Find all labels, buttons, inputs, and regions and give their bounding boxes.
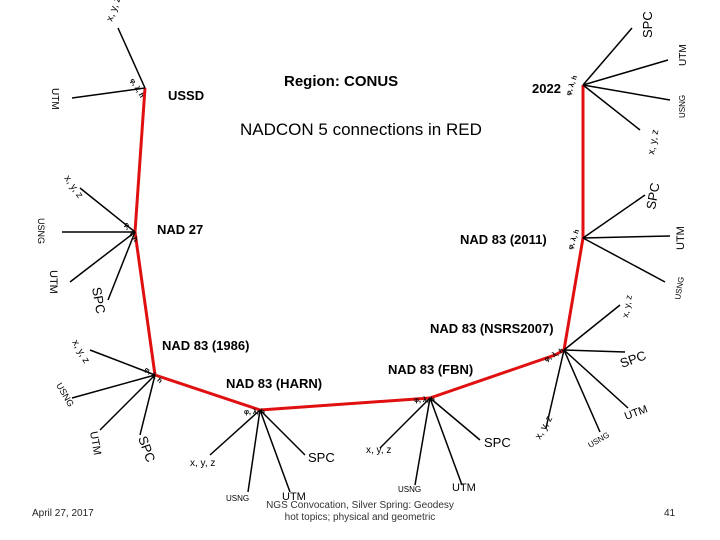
hub-label-2011: φ, λ, h	[566, 228, 581, 250]
label-xyz: x, y, z	[646, 129, 661, 156]
spoke-harn-utm	[259, 409, 291, 493]
label-spc: SPC	[640, 11, 655, 38]
subtitle: NADCON 5 connections in RED	[240, 120, 482, 139]
label-usng: USNG	[678, 95, 687, 118]
spoke-2011-spc	[582, 194, 646, 239]
spoke-nsrs-usng	[563, 349, 601, 433]
spoke-1986-utm	[99, 374, 156, 431]
label-spc: SPC	[484, 435, 511, 450]
label-usng: USNG	[36, 218, 46, 244]
label-usng: USNG	[226, 494, 249, 503]
label-spc: SPC	[135, 434, 158, 464]
label-xyz: x, y, z	[104, 0, 123, 23]
label-utm: UTM	[452, 482, 476, 494]
spoke-fbn-xyz	[379, 397, 431, 449]
spoke-1986-spc	[139, 374, 156, 436]
label-xyz: x, y, z	[62, 173, 86, 200]
footer-caption-line2: hot topics; physical and geometric	[284, 512, 436, 523]
label-xyz: x, y, z	[366, 445, 391, 456]
spoke-nad27-utm	[69, 231, 136, 283]
spoke-harn-xyz	[209, 409, 261, 456]
datum-nad83-nsrs2007: NAD 83 (NSRS2007)	[430, 321, 554, 336]
connection-harn-1986	[259, 396, 431, 412]
label-usng: USNG	[587, 430, 612, 449]
spoke-fbn-utm	[429, 397, 463, 486]
connection-1986-nad27	[154, 373, 261, 412]
spoke-1986-xyz	[89, 349, 156, 376]
footer-caption-line1: NGS Convocation, Silver Spring: Geodesy	[266, 500, 454, 511]
spoke-harn-spc	[259, 409, 306, 456]
label-usng: USNG	[673, 276, 686, 300]
label-spc: SPC	[89, 286, 108, 315]
label-utm: UTM	[675, 226, 687, 250]
spoke-nsrs-utm	[563, 349, 629, 409]
datum-nad27: NAD 27	[157, 222, 204, 237]
footer-caption: NGS Convocation, Silver Spring: Geodesy …	[250, 500, 470, 524]
spoke-ussd-utm	[71, 87, 146, 99]
spoke-2022-xyz	[582, 84, 641, 131]
label-utm: UTM	[49, 88, 60, 110]
datum-nad83-fbn: NAD 83 (FBN)	[388, 362, 474, 377]
datum-nad83-1986: NAD 83 (1986)	[162, 338, 250, 353]
spoke-harn-usng	[247, 409, 261, 493]
spoke-fbn-usng	[414, 397, 431, 486]
connection-ussd-nad27	[133, 87, 147, 233]
spoke-nsrs-xyz	[563, 304, 621, 351]
spoke-2022-usng	[582, 84, 671, 101]
spoke-fbn-spc	[429, 397, 481, 441]
datum-nad83-2011: NAD 83 (2011)	[460, 232, 547, 247]
spoke-nsrs-spc	[563, 349, 626, 353]
spoke-2022-spc	[582, 27, 633, 86]
spoke-nad27-spc	[107, 231, 136, 301]
label-spc: SPC	[618, 348, 648, 371]
label-xyz: x, y, z	[620, 294, 634, 319]
label-utm: UTM	[87, 430, 103, 456]
region-title: Region: CONUS	[284, 73, 399, 90]
label-utm: UTM	[282, 491, 306, 503]
label-xyz: x, y, z	[69, 338, 91, 365]
label-usng: USNG	[54, 381, 76, 409]
hub-label-2022: φ, λ, h	[564, 74, 579, 96]
label-utm: UTM	[678, 44, 689, 66]
spoke-2022-utm	[582, 59, 669, 86]
page-number: 41	[664, 508, 676, 519]
hub-label-fbn: φ, λ, h	[414, 396, 435, 404]
connection-nad27-1986	[133, 231, 157, 376]
datum-2022: 2022	[532, 81, 561, 96]
spoke-2011-utm	[582, 235, 671, 239]
hub-label-harn: φ, λ, h	[244, 408, 265, 416]
spoke-ussd-xyz	[117, 27, 146, 89]
connection-fbn-harn-bottom	[429, 353, 556, 400]
footer-date: April 27, 2017	[32, 508, 94, 519]
datum-ussd: USSD	[168, 88, 205, 103]
spoke-nsrs-xyz2	[545, 349, 565, 429]
datum-nad83-harn: NAD 83 (HARN)	[226, 376, 323, 391]
spoke-2011-usng	[582, 237, 666, 283]
connection-nad83-2011-nsrs2007	[562, 237, 585, 351]
label-utm: UTM	[47, 270, 59, 294]
spoke-nad27-xyz	[79, 187, 136, 233]
label-spc: SPC	[308, 450, 335, 465]
spoke-1986-usng	[71, 374, 156, 399]
label-xyz: x, y, z	[533, 414, 555, 441]
label-usng: USNG	[398, 485, 421, 494]
connection-nsrs2007-fbn	[554, 348, 565, 357]
label-xyz: x, y, z	[190, 458, 215, 469]
label-spc: SPC	[643, 182, 662, 211]
